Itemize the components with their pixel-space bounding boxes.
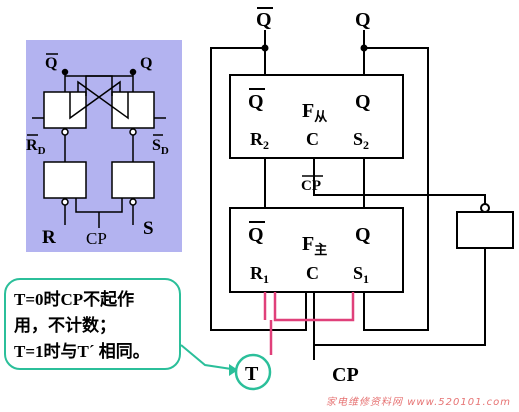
t-input-circle xyxy=(234,353,272,391)
slave-r2-label: R2 xyxy=(250,129,269,152)
master-s1-label: S1 xyxy=(353,263,369,286)
callout-connector xyxy=(180,344,239,371)
slave-c-label: C xyxy=(306,129,319,149)
inset-cp-label: CP xyxy=(86,229,107,248)
slave-q-bar-label: Q xyxy=(248,91,264,113)
inset-rd-label: RD xyxy=(26,137,46,157)
inset-rs-latch xyxy=(32,68,166,228)
t-input-wiring xyxy=(263,292,355,355)
inverter-bubble xyxy=(480,203,490,213)
master-name-label: F主 xyxy=(302,233,327,257)
master-c-label: C xyxy=(306,263,319,283)
junction-dot-q-bar xyxy=(261,44,269,52)
slave-q-label: Q xyxy=(355,91,371,113)
junction-dot-q xyxy=(360,44,368,52)
inset-s-label: S xyxy=(143,218,154,239)
inset-q-bar-label: Q xyxy=(45,55,57,72)
inset-r-label: R xyxy=(42,227,56,248)
master-r1-label: R1 xyxy=(250,263,269,286)
note-line-3: T=1时与T´ 相同。 xyxy=(14,342,150,361)
top-q-bar-label: Q xyxy=(256,9,272,31)
slave-name-label: F从 xyxy=(302,100,327,124)
master-q-bar-label: Q xyxy=(248,224,264,246)
note-line-1: T=0时CP不起作 xyxy=(14,290,135,309)
note-line-2: 用，不计数； xyxy=(14,316,116,335)
callout-arrowhead xyxy=(229,364,238,376)
cp-input-label: CP xyxy=(332,364,359,386)
inset-sd-label: SD xyxy=(152,137,169,157)
watermark: 家电维修资料网 www.520101.com xyxy=(326,397,511,408)
explanation-note: T=0时CP不起作 用，不计数； T=1时与T´ 相同。 xyxy=(4,278,181,370)
inverter-gate xyxy=(456,211,514,249)
cp-bar-label: CP xyxy=(301,178,321,194)
inset-q-label: Q xyxy=(140,55,152,72)
top-q-label: Q xyxy=(355,9,371,31)
slave-s2-label: S2 xyxy=(353,129,369,152)
t-input-label: T xyxy=(245,363,259,385)
master-q-label: Q xyxy=(355,224,371,246)
